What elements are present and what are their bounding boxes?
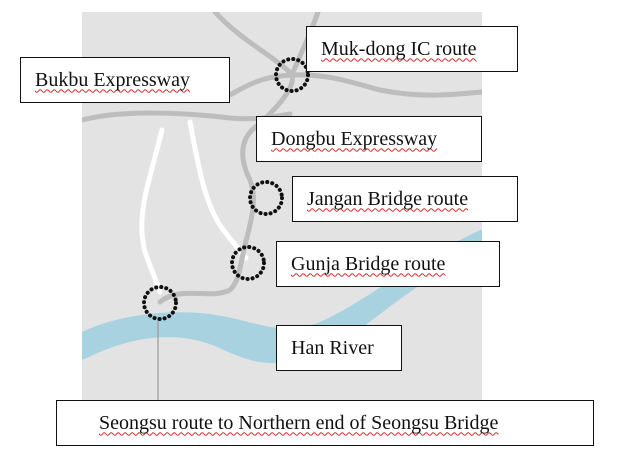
label-box-mukdong: Muk-dong IC route — [306, 26, 518, 72]
seongsu-marker — [142, 285, 178, 321]
minor-road-west — [139, 127, 165, 295]
mukdong-ic-road — [227, 72, 482, 98]
muk-dong-ic-marker — [274, 57, 310, 93]
han-river — [82, 229, 482, 364]
gunja-bridge-marker — [230, 245, 266, 281]
label-gunja-bridge-route: Gunja Bridge route — [291, 252, 446, 275]
label-box-han-river: Han River — [276, 325, 402, 371]
label-box-gunja: Gunja Bridge route — [276, 241, 500, 287]
label-bukbu-expressway: Bukbu Expressway — [35, 68, 190, 91]
label-box-jangan: Jangan Bridge route — [292, 176, 518, 222]
label-jangan-bridge-route: Jangan Bridge route — [307, 187, 469, 210]
label-box-bukbu: Bukbu Expressway — [20, 57, 230, 103]
label-seongsu-route: Seongsu route to Northern end of Seongsu… — [99, 411, 499, 434]
label-box-dongbu: Dongbu Expressway — [256, 116, 482, 162]
label-mukdong-ic-route: Muk-dong IC route — [321, 37, 477, 60]
route-markers — [142, 57, 310, 321]
jangan-bridge-marker — [248, 180, 284, 216]
label-box-seongsu: Seongsu route to Northern end of Seongsu… — [56, 400, 594, 446]
label-han-river: Han River — [291, 336, 374, 359]
dongbu-expressway-road — [157, 12, 295, 305]
north-spur-road — [289, 12, 321, 78]
label-dongbu-expressway: Dongbu Expressway — [271, 127, 438, 150]
